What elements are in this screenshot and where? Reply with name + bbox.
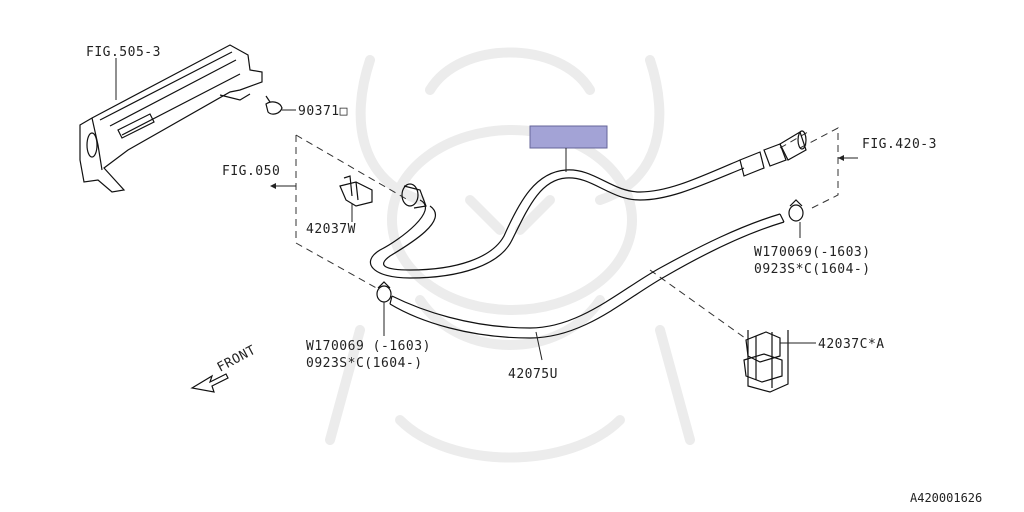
clamp-left-label-2[interactable]: 0923S*C(1604-) <box>306 356 423 371</box>
dashed-leader-left <box>295 134 409 291</box>
frame-bracket[interactable] <box>79 44 263 193</box>
part-90371-label[interactable]: 90371□ <box>298 104 348 119</box>
front-label: FRONT <box>215 343 259 376</box>
clip-42037c[interactable] <box>743 330 789 393</box>
clamp-right-label-1[interactable]: W170069(-1603) <box>754 245 871 260</box>
highlight-box[interactable] <box>529 125 608 149</box>
dashed-leader-clip <box>649 269 746 339</box>
fig-050-label[interactable]: FIG.050 <box>222 164 280 179</box>
watermark-emblem <box>325 47 695 463</box>
clamp-left-label-1[interactable]: W170069 (-1603) <box>306 339 431 354</box>
part-42075u-label[interactable]: 42075U <box>508 367 558 382</box>
fig-505-3-label[interactable]: FIG.505-3 <box>86 45 161 60</box>
diagram-code: A420001626 <box>910 491 982 505</box>
front-arrow-icon <box>190 373 229 393</box>
clip-90371[interactable] <box>265 95 283 115</box>
fig-420-3-label[interactable]: FIG.420-3 <box>862 137 937 152</box>
upper-hose[interactable] <box>369 130 807 279</box>
dashed-leader-right <box>799 127 839 211</box>
clamp-right-label-2[interactable]: 0923S*C(1604-) <box>754 262 871 277</box>
lower-hose[interactable] <box>389 213 785 339</box>
part-42037w-label[interactable]: 42037W <box>306 222 356 237</box>
clamp-left[interactable] <box>376 281 392 303</box>
clamp-right[interactable] <box>788 199 804 222</box>
part-42037c-label[interactable]: 42037C*A <box>818 337 885 352</box>
clip-42037w[interactable] <box>339 175 373 207</box>
